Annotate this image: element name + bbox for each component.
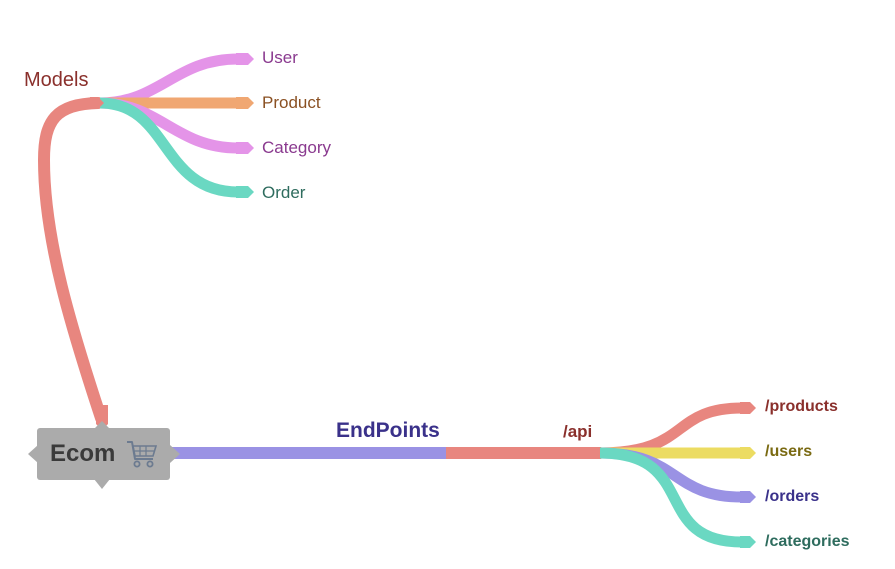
models-node-chevron bbox=[90, 97, 104, 109]
endpoints-label[interactable]: EndPoints bbox=[336, 419, 440, 442]
shopping-cart-icon bbox=[127, 441, 158, 468]
branch-api-to-orders-tip bbox=[740, 491, 756, 503]
root-node-label: Ecom bbox=[50, 440, 116, 467]
branch-models-to-product-tip bbox=[236, 97, 254, 109]
models-label[interactable]: Models bbox=[24, 69, 89, 91]
api-label[interactable]: /api bbox=[563, 422, 593, 441]
root-node-bottom-nub bbox=[94, 479, 110, 489]
model-product-label[interactable]: Product bbox=[262, 93, 321, 112]
endpoint-orders-label[interactable]: /orders bbox=[765, 488, 820, 505]
branch-models-to-order-tip bbox=[236, 186, 254, 198]
endpoint-products-label[interactable]: /products bbox=[765, 398, 838, 415]
endpoint-users-label[interactable]: /users bbox=[765, 443, 813, 460]
branch-models-to-user bbox=[99, 53, 239, 109]
branch-models-to-order bbox=[99, 97, 239, 198]
branch-models-to-category-tip bbox=[236, 142, 254, 154]
model-order-label[interactable]: Order bbox=[262, 183, 306, 202]
endpoint-categories-label[interactable]: /categories bbox=[765, 533, 850, 550]
branch-models-to-user-tip bbox=[236, 53, 254, 65]
branch-api-to-categories bbox=[599, 447, 743, 548]
root-node-right-nub bbox=[170, 445, 180, 463]
root-node-left-nub bbox=[28, 445, 38, 463]
branch-root-to-models-tip bbox=[96, 405, 108, 430]
model-user-label[interactable]: User bbox=[262, 48, 298, 67]
root-node[interactable]: Ecom bbox=[37, 428, 170, 480]
branch-api-to-categories-tip bbox=[740, 536, 756, 548]
root-node-top-nub bbox=[94, 421, 110, 429]
branch-api-to-products bbox=[599, 402, 743, 459]
model-category-label[interactable]: Category bbox=[262, 138, 331, 157]
branch-api-to-products-tip bbox=[740, 402, 756, 414]
branch-api-to-users-tip bbox=[740, 447, 756, 459]
branch-root-to-models bbox=[37, 97, 107, 424]
